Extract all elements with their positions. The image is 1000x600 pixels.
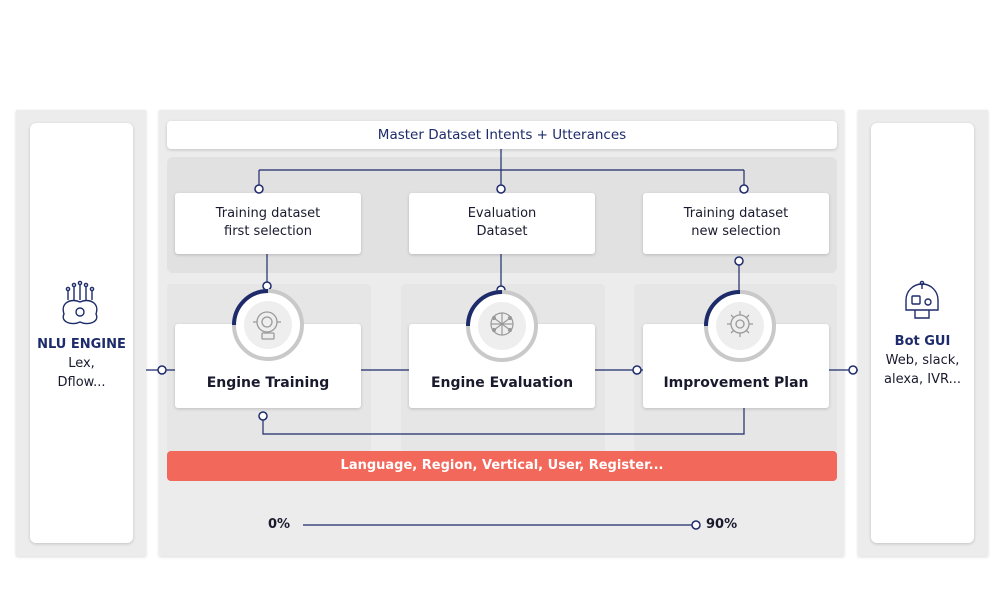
- evaluation-dataset-box: Evaluation Dataset: [409, 193, 595, 254]
- dataset-line1: Evaluation: [467, 206, 537, 221]
- connector-dot: [496, 184, 506, 194]
- progress-end-label: 90%: [706, 517, 738, 532]
- dataset-line1: Training dataset: [683, 206, 789, 221]
- dataset-line2: new selection: [691, 224, 781, 239]
- connector-dot: [848, 365, 858, 375]
- dataset-line2: Dataset: [476, 224, 528, 239]
- nlu-engine-text: NLU ENGINE Lex, Dflow...: [30, 335, 133, 392]
- neural-network-icon: [490, 312, 514, 336]
- engine-training-ring: [232, 289, 304, 361]
- training-dataset-new-box: Training dataset new selection: [643, 193, 829, 254]
- gear-brain-icon: [727, 311, 753, 337]
- bot-gui-card: [871, 123, 974, 543]
- master-fanout-lines: [258, 149, 745, 189]
- connector-dot: [632, 365, 642, 375]
- nlu-engine-title: NLU ENGINE: [37, 337, 126, 352]
- bot-gui-line2: alexa, IVR...: [884, 372, 961, 387]
- context-banner-label: Language, Region, Vertical, User, Regist…: [340, 458, 664, 473]
- bot-gui-title: Bot GUI: [894, 334, 951, 349]
- connector-dot: [254, 184, 264, 194]
- brain-circuit-icon: [62, 280, 98, 325]
- connector-dot: [739, 184, 749, 194]
- engine-training-label: Engine Training: [206, 375, 330, 391]
- feedback-loop-line: [262, 408, 745, 435]
- context-banner: Language, Region, Vertical, User, Regist…: [167, 451, 837, 481]
- progress-start-label: 0%: [268, 517, 291, 532]
- connector-dot: [262, 281, 272, 291]
- master-dataset-label: Master Dataset Intents + Utterances: [377, 127, 627, 143]
- connector-dot: [734, 256, 744, 266]
- robot-head-icon: [905, 280, 939, 319]
- nlu-engine-line1: Lex,: [68, 356, 95, 371]
- engine-evaluation-label: Engine Evaluation: [430, 375, 574, 391]
- training-dataset-first-box: Training dataset first selection: [175, 193, 361, 254]
- improvement-plan-ring: [704, 290, 776, 362]
- nlu-engine-line2: Dflow...: [57, 375, 106, 390]
- bot-gui-text: Bot GUI Web, slack, alexa, IVR...: [871, 332, 974, 389]
- connector-dot: [258, 411, 268, 421]
- dataset-line2: first selection: [224, 224, 312, 239]
- master-dataset-bar: Master Dataset Intents + Utterances: [167, 121, 837, 149]
- improvement-plan-label: Improvement Plan: [663, 375, 809, 391]
- nlu-engine-card: [30, 123, 133, 543]
- progress-end-dot: [691, 520, 701, 530]
- dataset-line1: Training dataset: [215, 206, 321, 221]
- connector-dot: [157, 365, 167, 375]
- robot-face-icon: [253, 311, 281, 340]
- bot-gui-line1: Web, slack,: [885, 353, 960, 368]
